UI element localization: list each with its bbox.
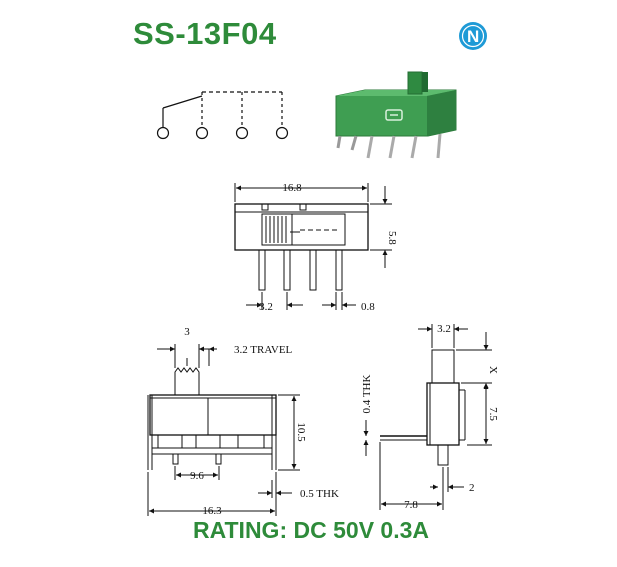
brand-logo-icon: N [459, 22, 487, 50]
front-pin-span-label: 9.6 [190, 470, 204, 482]
side-actuator-label: 3.2 [437, 323, 451, 335]
front-thickness-label: 0.5 THK [300, 488, 339, 500]
top-pitch-label: 3.2 [259, 301, 273, 313]
front-travel-label: 3.2 TRAVEL [234, 344, 293, 356]
rating-text: RATING: DC 50V 0.3A [193, 517, 430, 543]
switch-photo [335, 71, 457, 159]
top-width-label: 16.8 [282, 182, 302, 194]
top-view-drawing [234, 183, 392, 310]
side-view-drawing [363, 324, 492, 510]
part-number-title: SS-13F04 [133, 16, 277, 51]
front-actuator-label: 3 [184, 326, 190, 338]
circuit-schematic [156, 91, 289, 140]
side-body-height-label: 7.5 [487, 407, 499, 421]
top-pin-width-label: 0.8 [361, 301, 375, 313]
front-width-label: 16.3 [202, 505, 222, 517]
front-view-drawing [147, 344, 300, 516]
side-depth-label: 7.8 [404, 499, 418, 511]
side-tab-thickness-label: 0.4 THK [361, 374, 373, 413]
side-x-label: X [487, 366, 499, 374]
top-height-label: 5.8 [386, 231, 398, 245]
front-height-label: 10.5 [295, 422, 307, 442]
brand-letter: N [467, 27, 479, 46]
side-pin-offset-label: 2 [469, 482, 475, 494]
